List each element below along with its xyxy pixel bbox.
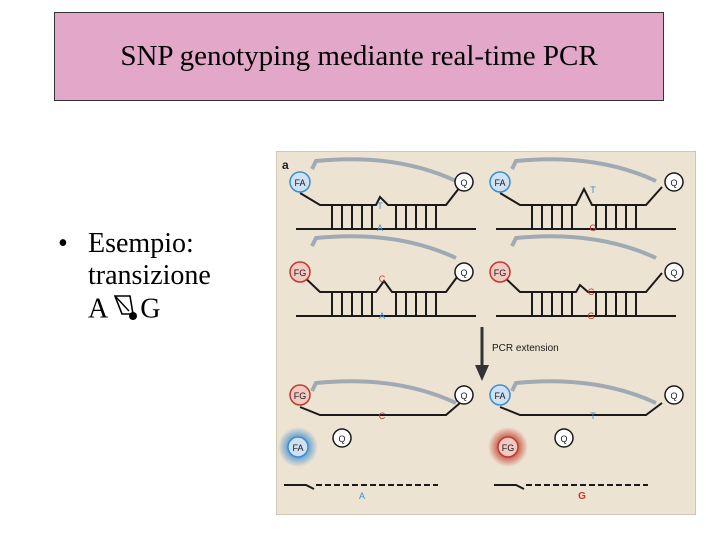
probe-backbone (499, 272, 663, 293)
probe-arc (510, 234, 657, 260)
quencher-label: Q (670, 391, 677, 401)
reporter-dye (289, 171, 311, 193)
released-reporter-dye (287, 436, 309, 458)
probe-backbone (299, 402, 461, 416)
released-target-base: A (359, 491, 365, 501)
quencher (454, 385, 474, 405)
target-base: A (379, 311, 385, 321)
right-arrow-icon (109, 292, 139, 330)
probe-base: T (377, 201, 383, 211)
released-reporter-dye (497, 436, 519, 458)
probe-base: C (588, 287, 595, 297)
reporter-label: FA (294, 178, 305, 188)
released-quencher-label: Q (560, 434, 567, 444)
reporter-dye (489, 171, 511, 193)
probe-base: C (379, 411, 386, 421)
bullet-base-a: A (88, 293, 109, 325)
base-pair-ticks (331, 292, 437, 316)
probe-base: T (590, 411, 596, 421)
probe-base: T (590, 185, 596, 195)
released-reporter-label: FA (292, 443, 303, 453)
probe-r1-right: FA Q T G (489, 157, 684, 233)
probe-backbone (499, 186, 663, 206)
taqman-figure: a FA Q T A FA Q T G (276, 151, 696, 515)
released-target-base: G (578, 491, 586, 502)
quencher (664, 385, 684, 405)
probe-arc (310, 157, 457, 183)
target-base: A (377, 223, 383, 233)
probe-r3-left: FG Q C (289, 379, 474, 421)
primer-strand (284, 484, 315, 490)
quencher-label: Q (670, 178, 677, 188)
primer-strand (494, 484, 525, 490)
bullet-line-2: transizione (88, 260, 211, 291)
reporter-label: FA (494, 391, 505, 401)
title-box: SNP genotyping mediante real-time PCR (54, 12, 664, 101)
reporter-dye (489, 384, 511, 406)
released-left: FA Q A (278, 427, 438, 501)
probe-backbone (299, 272, 461, 293)
reporter-dye (289, 261, 311, 283)
reporter-label: FG (294, 268, 307, 278)
probe-r2-left: FG Q C A (289, 234, 476, 321)
reporter-dye (489, 261, 511, 283)
quencher-label: Q (460, 178, 467, 188)
reporter-label: FG (494, 268, 507, 278)
quencher-label: Q (460, 391, 467, 401)
released-right: FG Q G (488, 427, 648, 502)
reporter-label: FA (494, 178, 505, 188)
pcr-extension-arrow: PCR extension (475, 327, 559, 381)
base-pair-ticks (531, 205, 637, 229)
reporter-label: FG (294, 391, 307, 401)
probe-r3-right: FA Q T (489, 379, 684, 421)
released-reporter-label: FG (502, 443, 515, 453)
quencher (454, 262, 474, 282)
page-title: SNP genotyping mediante real-time PCR (120, 40, 598, 72)
pcr-extension-label: PCR extension (492, 343, 559, 354)
panel-label: a (282, 158, 289, 172)
bullet-marker: • (58, 228, 68, 259)
probe-arc (510, 157, 657, 183)
released-quencher (332, 428, 352, 448)
bullet-base-g: G (140, 293, 161, 325)
probe-backbone (299, 186, 461, 206)
base-pair-ticks (531, 292, 637, 316)
quencher-label: Q (670, 268, 677, 278)
probe-arc (310, 379, 457, 405)
released-quencher-label: Q (338, 434, 345, 444)
probe-base: C (379, 274, 386, 284)
target-base: G (589, 223, 596, 233)
target-base: G (587, 311, 594, 321)
probe-r1-left: FA Q T A (289, 157, 476, 233)
quencher (454, 172, 474, 192)
probe-arc (310, 234, 457, 260)
base-pair-ticks (331, 205, 437, 229)
quencher (664, 262, 684, 282)
quencher (664, 172, 684, 192)
bullet-line-1: Esempio: (88, 228, 194, 259)
probe-arc (510, 379, 657, 405)
reporter-dye (289, 384, 311, 406)
released-quencher (554, 428, 574, 448)
quencher-label: Q (460, 268, 467, 278)
probe-r2-right: FG Q C G (489, 234, 684, 321)
probe-backbone (499, 402, 663, 416)
